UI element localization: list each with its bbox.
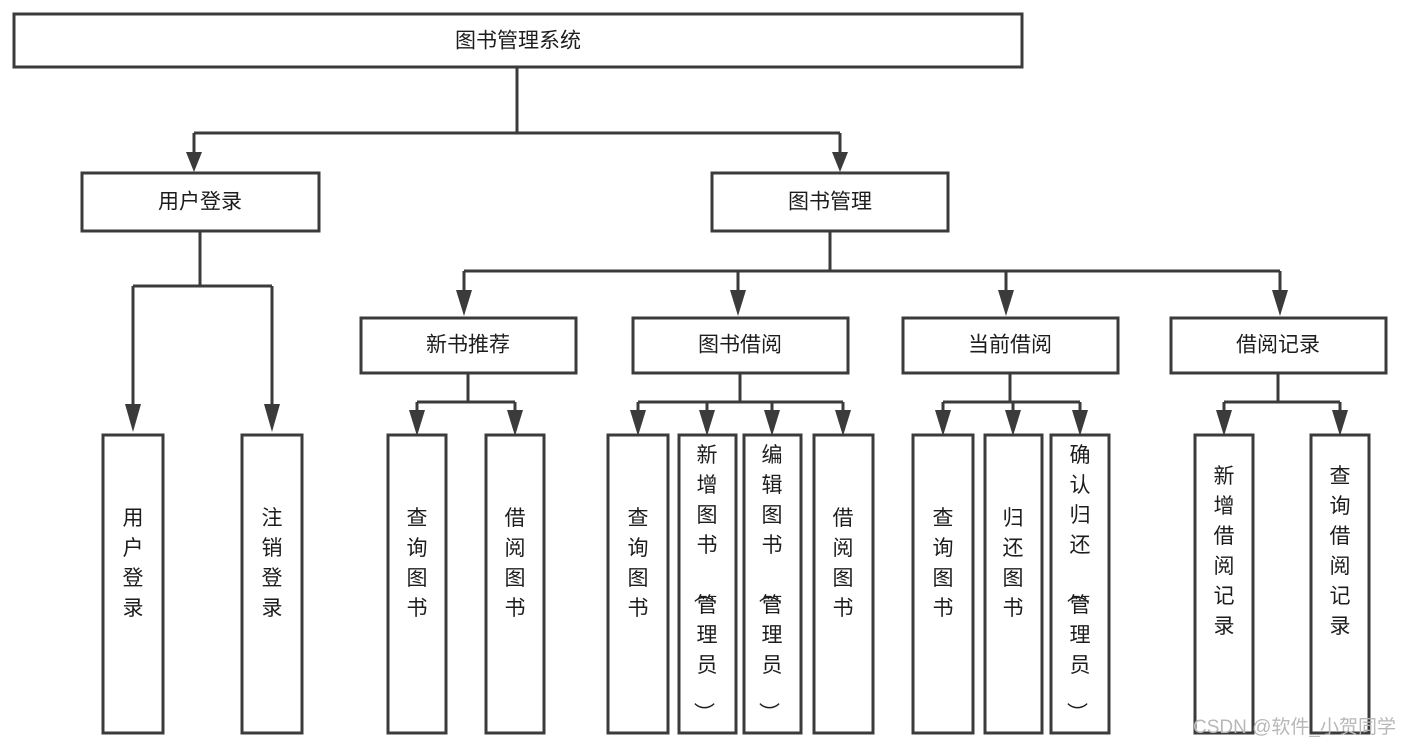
node-new-book-recommend-label: 新书推荐 xyxy=(426,334,510,357)
node-leaf-edit-book[interactable]: 编辑图书（管理员） xyxy=(742,433,803,735)
node-book-borrow-box[interactable] xyxy=(631,316,850,375)
node-leaf-add-book[interactable]: 新增图书（管理员） xyxy=(677,433,738,735)
node-root-box[interactable] xyxy=(12,12,1024,69)
node-user-login-label: 用户登录 xyxy=(158,191,242,214)
arrow-head-leaf-query-book-1 xyxy=(409,410,425,436)
node-current-borrow[interactable]: 当前借阅 xyxy=(901,316,1120,375)
node-leaf-query-record-box[interactable] xyxy=(1309,433,1371,735)
node-book-management-label: 图书管理 xyxy=(788,191,872,214)
node-leaf-query-record-label: 查询借阅记录 xyxy=(1330,465,1351,638)
node-leaf-add-record[interactable]: 新增借阅记录 xyxy=(1193,433,1255,735)
node-leaf-logout[interactable]: 注销登录 xyxy=(240,433,304,735)
node-book-borrow-label: 图书借阅 xyxy=(698,334,782,357)
arrow-head-user-login xyxy=(186,152,202,172)
node-leaf-borrow-book-1[interactable]: 借阅图书 xyxy=(484,433,546,735)
node-leaf-query-book-3[interactable]: 查询图书 xyxy=(911,433,975,735)
arrow-head-book-management xyxy=(832,152,848,172)
node-user-login[interactable]: 用户登录 xyxy=(80,171,321,233)
node-leaf-query-book-3-box[interactable] xyxy=(911,433,975,735)
node-leaf-query-book-2-label: 查询图书 xyxy=(628,507,649,620)
watermark-label: CSDN @软件_小贺同学 xyxy=(1193,716,1396,738)
node-leaf-borrow-book-2-label: 借阅图书 xyxy=(833,507,854,620)
arrow-head-leaf-query-record xyxy=(1332,410,1348,436)
node-leaf-add-record-box[interactable] xyxy=(1193,433,1255,735)
node-leaf-confirm-return-box[interactable] xyxy=(1049,433,1111,735)
node-leaf-add-book-box[interactable] xyxy=(677,433,738,735)
node-leaf-return-book-box[interactable] xyxy=(983,433,1044,735)
node-leaf-return-book[interactable]: 归还图书 xyxy=(983,433,1044,735)
arrow-head-leaf-logout xyxy=(264,404,280,432)
node-borrow-record-box[interactable] xyxy=(1169,316,1388,375)
node-leaf-user-login-label: 用户登录 xyxy=(123,507,144,620)
arrow-head-current-borrow xyxy=(998,290,1014,316)
arrow-head-leaf-add-book xyxy=(699,410,715,436)
node-leaf-return-book-label: 归还图书 xyxy=(1003,507,1024,620)
node-leaf-confirm-return[interactable]: 确认归还（管理员） xyxy=(1049,433,1111,735)
node-new-book-recommend[interactable]: 新书推荐 xyxy=(359,316,578,375)
node-leaf-borrow-book-2[interactable]: 借阅图书 xyxy=(812,433,875,735)
arrow-head-new-book-recommend xyxy=(456,290,472,316)
node-book-borrow[interactable]: 图书借阅 xyxy=(631,316,850,375)
arrow-head-leaf-edit-book xyxy=(764,410,780,436)
node-leaf-query-book-1-box[interactable] xyxy=(386,433,448,735)
node-leaf-user-login[interactable]: 用户登录 xyxy=(101,433,165,735)
arrow-head-leaf-user-login xyxy=(125,404,141,432)
node-leaf-confirm-return-label: 确认归还（管理员） xyxy=(1065,444,1091,723)
arrow-head-leaf-return-book xyxy=(1005,410,1021,436)
node-leaf-query-book-2[interactable]: 查询图书 xyxy=(606,433,670,735)
node-leaf-add-book-label: 新增图书（管理员） xyxy=(692,444,718,723)
arrow-head-leaf-add-record xyxy=(1216,410,1232,436)
arrow-head-leaf-query-book-2 xyxy=(630,410,646,436)
arrow-head-leaf-query-book-3 xyxy=(935,410,951,436)
node-leaf-borrow-book-2-box[interactable] xyxy=(812,433,875,735)
node-leaf-add-record-label: 新增借阅记录 xyxy=(1214,465,1235,638)
node-leaf-query-book-3-label: 查询图书 xyxy=(933,507,954,620)
connector-layer xyxy=(125,67,1348,436)
node-leaf-edit-book-box[interactable] xyxy=(742,433,803,735)
node-leaf-query-record[interactable]: 查询借阅记录 xyxy=(1309,433,1371,735)
node-leaf-edit-book-label: 编辑图书（管理员） xyxy=(757,444,783,723)
node-leaf-borrow-book-1-box[interactable] xyxy=(484,433,546,735)
node-leaf-logout-box[interactable] xyxy=(240,433,304,735)
node-book-management-box[interactable] xyxy=(710,171,950,233)
node-leaf-query-book-1-label: 查询图书 xyxy=(407,507,428,620)
node-leaf-logout-label: 注销登录 xyxy=(262,507,283,620)
node-user-login-box[interactable] xyxy=(80,171,321,233)
arrow-head-book-borrow xyxy=(730,290,746,316)
node-current-borrow-box[interactable] xyxy=(901,316,1120,375)
node-leaf-user-login-box[interactable] xyxy=(101,433,165,735)
node-root-label: 图书管理系统 xyxy=(455,30,581,53)
node-book-management[interactable]: 图书管理 xyxy=(710,171,950,233)
node-root[interactable]: 图书管理系统 xyxy=(12,12,1024,69)
arrow-head-leaf-borrow-book-2 xyxy=(835,410,851,436)
arrow-head-borrow-record xyxy=(1272,290,1288,316)
arrow-head-leaf-confirm-return xyxy=(1072,410,1088,436)
node-leaf-borrow-book-1-label: 借阅图书 xyxy=(505,507,526,620)
arrow-head-leaf-borrow-book-1 xyxy=(507,410,523,436)
node-leaf-query-book-1[interactable]: 查询图书 xyxy=(386,433,448,735)
node-leaf-query-book-2-box[interactable] xyxy=(606,433,670,735)
node-borrow-record-label: 借阅记录 xyxy=(1236,334,1320,357)
node-current-borrow-label: 当前借阅 xyxy=(968,334,1052,357)
node-new-book-recommend-box[interactable] xyxy=(359,316,578,375)
node-borrow-record[interactable]: 借阅记录 xyxy=(1169,316,1388,375)
